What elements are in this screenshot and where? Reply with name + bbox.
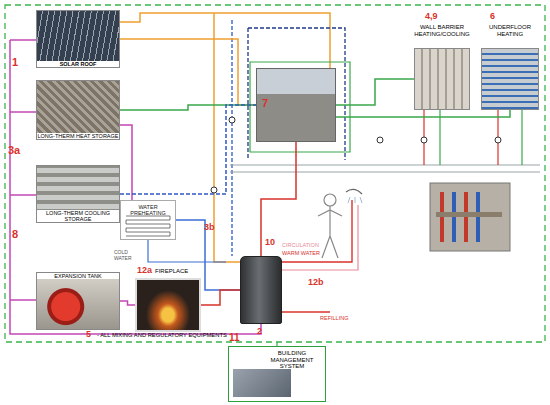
photo-box: SOLAR ROOF xyxy=(36,10,120,68)
return-pipe xyxy=(521,110,522,165)
photo-caption: WALL BARRIER HEATING/COOLING xyxy=(414,24,470,37)
callout-number: 12a xyxy=(137,266,152,276)
bracket-line xyxy=(120,125,132,200)
note-text: - ALL MIXING AND REGULATORY EQUIPMENTS xyxy=(97,332,227,338)
photo-box: 6UNDERFLOOR HEATING xyxy=(481,48,539,110)
callout-number: 11 xyxy=(229,332,240,343)
callout-number: 2 xyxy=(257,327,262,337)
pump-symbol xyxy=(421,137,427,143)
photo-caption: SOLAR ROOF xyxy=(37,61,119,67)
pipe-connector xyxy=(120,301,135,305)
bracket-line xyxy=(10,194,36,196)
photo-box: LONG-THERM COOLING STORAGE xyxy=(36,165,120,223)
cooling-pipe xyxy=(231,20,232,256)
refilling-pipe xyxy=(282,311,330,312)
pump-symbol xyxy=(495,137,501,143)
photo-caption: EXPANSION TANK xyxy=(37,273,119,279)
warm-water-pipe xyxy=(282,200,352,262)
callout-number: 7 xyxy=(262,97,268,109)
box-label: BUILDING MANAGEMENT SYSTEM xyxy=(261,350,323,370)
return-pipe xyxy=(439,110,440,165)
manifold-bar xyxy=(436,212,502,217)
distribution-pipe xyxy=(230,171,540,172)
pipe-label: WARM WATER xyxy=(282,250,320,256)
pipe-connector xyxy=(336,110,510,117)
pipe-connector xyxy=(201,290,240,305)
callout-number: 8 xyxy=(12,228,18,240)
callout-number: 1 xyxy=(12,56,18,68)
photo-box: EXPANSION TANK xyxy=(36,272,120,330)
photo-box: 7 xyxy=(256,68,336,142)
bracket-line xyxy=(10,111,36,113)
storage-tank: 2 xyxy=(240,256,282,324)
callout-number: 12b xyxy=(308,278,324,288)
photo-box: 4,9WALL BARRIER HEATING/COOLING xyxy=(414,48,470,110)
box-label: WATER PREHEATING xyxy=(122,204,174,216)
pipe-connector xyxy=(120,105,256,110)
pipe-label: CIRCULATION xyxy=(282,242,319,248)
callout-number: 3a xyxy=(8,144,20,156)
pipe-connector xyxy=(261,142,296,256)
photo-box: LONG-THERM HEAT STORAGE xyxy=(36,80,120,140)
photo-caption: LONG-THERM HEAT STORAGE xyxy=(37,133,119,139)
photo-caption: LONG-THERM COOLING STORAGE xyxy=(37,210,119,222)
pipe-label: COLD WATER xyxy=(114,250,146,261)
shower-head xyxy=(346,189,362,194)
control-box: 11BUILDING MANAGEMENT SYSTEM xyxy=(228,346,326,402)
callout-number: 5 xyxy=(86,330,91,340)
person-body xyxy=(318,206,342,258)
distribution-pipe xyxy=(230,164,540,165)
pipe-connector xyxy=(120,39,256,105)
callout-number: 10 xyxy=(265,238,275,248)
heating-loop xyxy=(250,62,350,152)
manifold-photo xyxy=(430,183,510,251)
photo-box: 12aFIREPLACE xyxy=(135,278,201,332)
shower-water xyxy=(348,197,362,203)
callout-number: 3b xyxy=(204,223,215,233)
solar-pipe xyxy=(214,13,240,262)
solar-pipe xyxy=(120,13,330,68)
pipe-label: REFILLING xyxy=(320,315,348,321)
pump-symbol xyxy=(377,137,383,143)
photo-caption: FIREPLACE xyxy=(155,268,188,275)
bracket-line xyxy=(10,39,36,41)
system-frame xyxy=(5,5,545,342)
cold-water-pipe xyxy=(148,240,226,262)
pump-symbol xyxy=(229,117,235,123)
process-box: WATER PREHEATING xyxy=(120,200,176,240)
person-head xyxy=(324,194,336,206)
callout-number: 6 xyxy=(490,12,495,22)
cooling-pipe xyxy=(247,28,248,160)
cooling-pipe xyxy=(248,28,345,160)
bracket-line xyxy=(10,40,261,334)
callout-number: 4,9 xyxy=(425,12,438,22)
circulation-pipe xyxy=(282,205,358,270)
photo-caption: UNDERFLOOR HEATING xyxy=(481,24,539,37)
preheating-coil xyxy=(126,216,170,236)
pipe-connector xyxy=(336,79,414,105)
pipe-connector xyxy=(120,105,256,194)
bracket-line xyxy=(10,299,36,301)
pump-symbol xyxy=(211,187,217,193)
